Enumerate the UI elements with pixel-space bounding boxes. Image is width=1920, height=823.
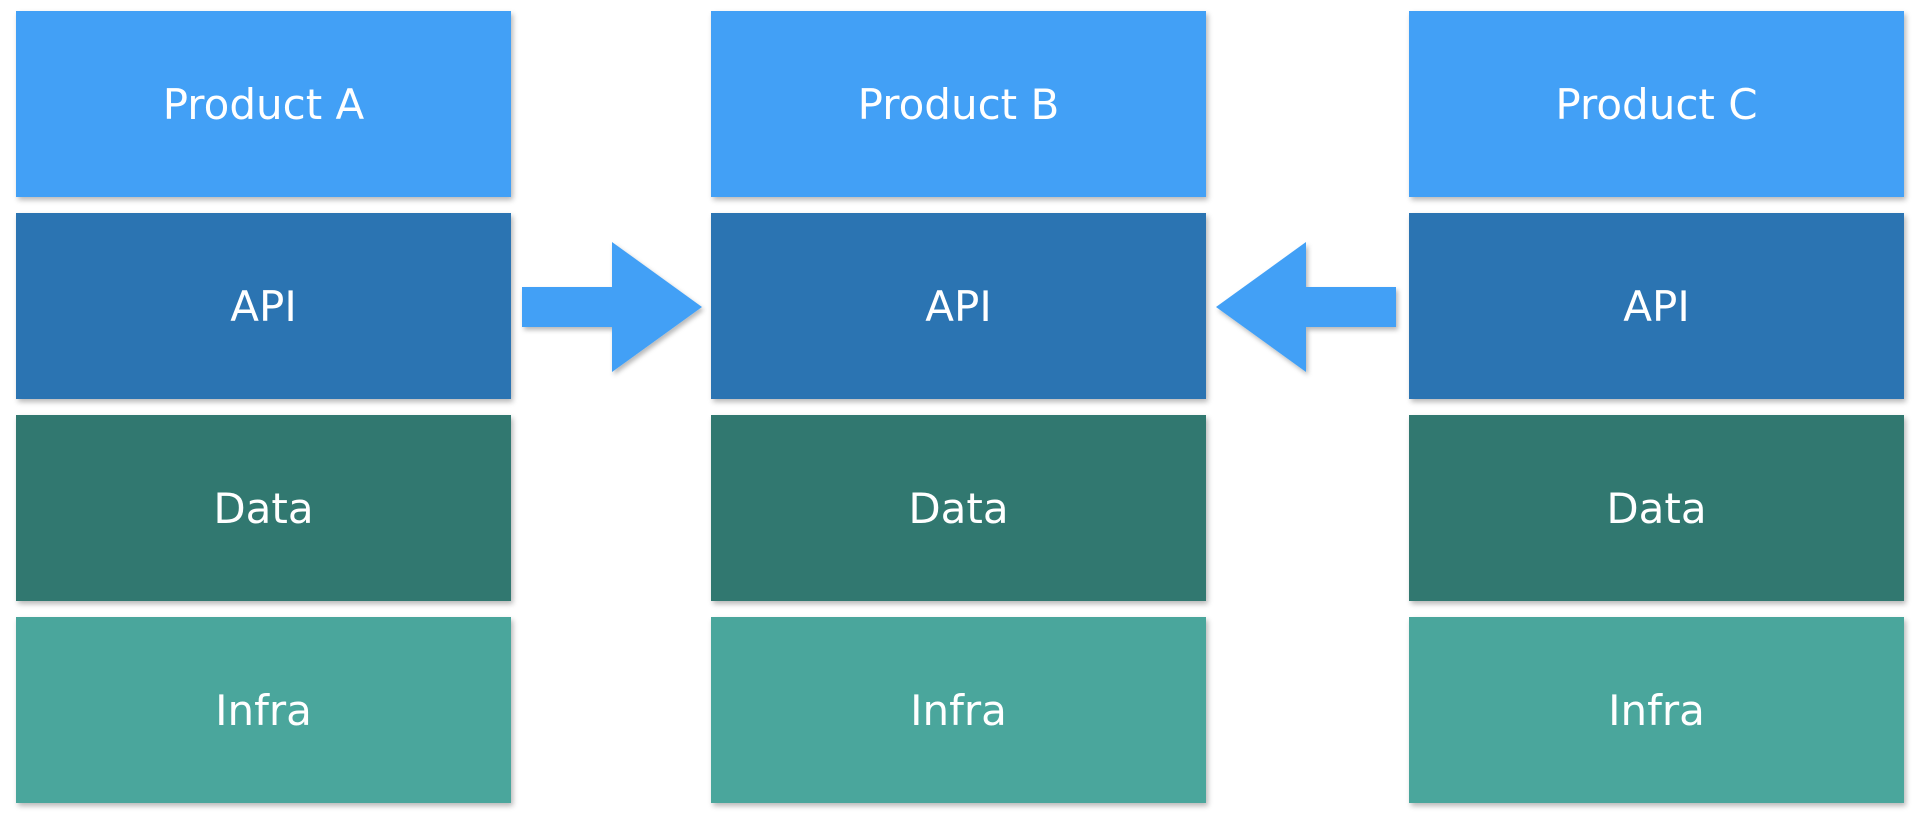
right-arrow-shape xyxy=(522,242,702,372)
product-c-infra-layer: Infra xyxy=(1409,617,1904,803)
product-a-api-layer: API xyxy=(16,213,511,399)
product-c-api-layer: API xyxy=(1409,213,1904,399)
product-b-layer: Product B xyxy=(711,11,1206,197)
product-a-stack: Product A API Data Infra xyxy=(16,11,511,803)
left-arrow-icon xyxy=(1216,242,1396,372)
left-arrow-shape xyxy=(1216,242,1396,372)
product-a-infra-layer: Infra xyxy=(16,617,511,803)
product-a-data-layer: Data xyxy=(16,415,511,601)
product-a-layer: Product A xyxy=(16,11,511,197)
product-b-api-layer: API xyxy=(711,213,1206,399)
product-b-data-layer: Data xyxy=(711,415,1206,601)
right-arrow-icon xyxy=(522,242,702,372)
product-c-layer: Product C xyxy=(1409,11,1904,197)
product-c-data-layer: Data xyxy=(1409,415,1904,601)
product-b-infra-layer: Infra xyxy=(711,617,1206,803)
product-c-stack: Product C API Data Infra xyxy=(1409,11,1904,803)
product-b-stack: Product B API Data Infra xyxy=(711,11,1206,803)
